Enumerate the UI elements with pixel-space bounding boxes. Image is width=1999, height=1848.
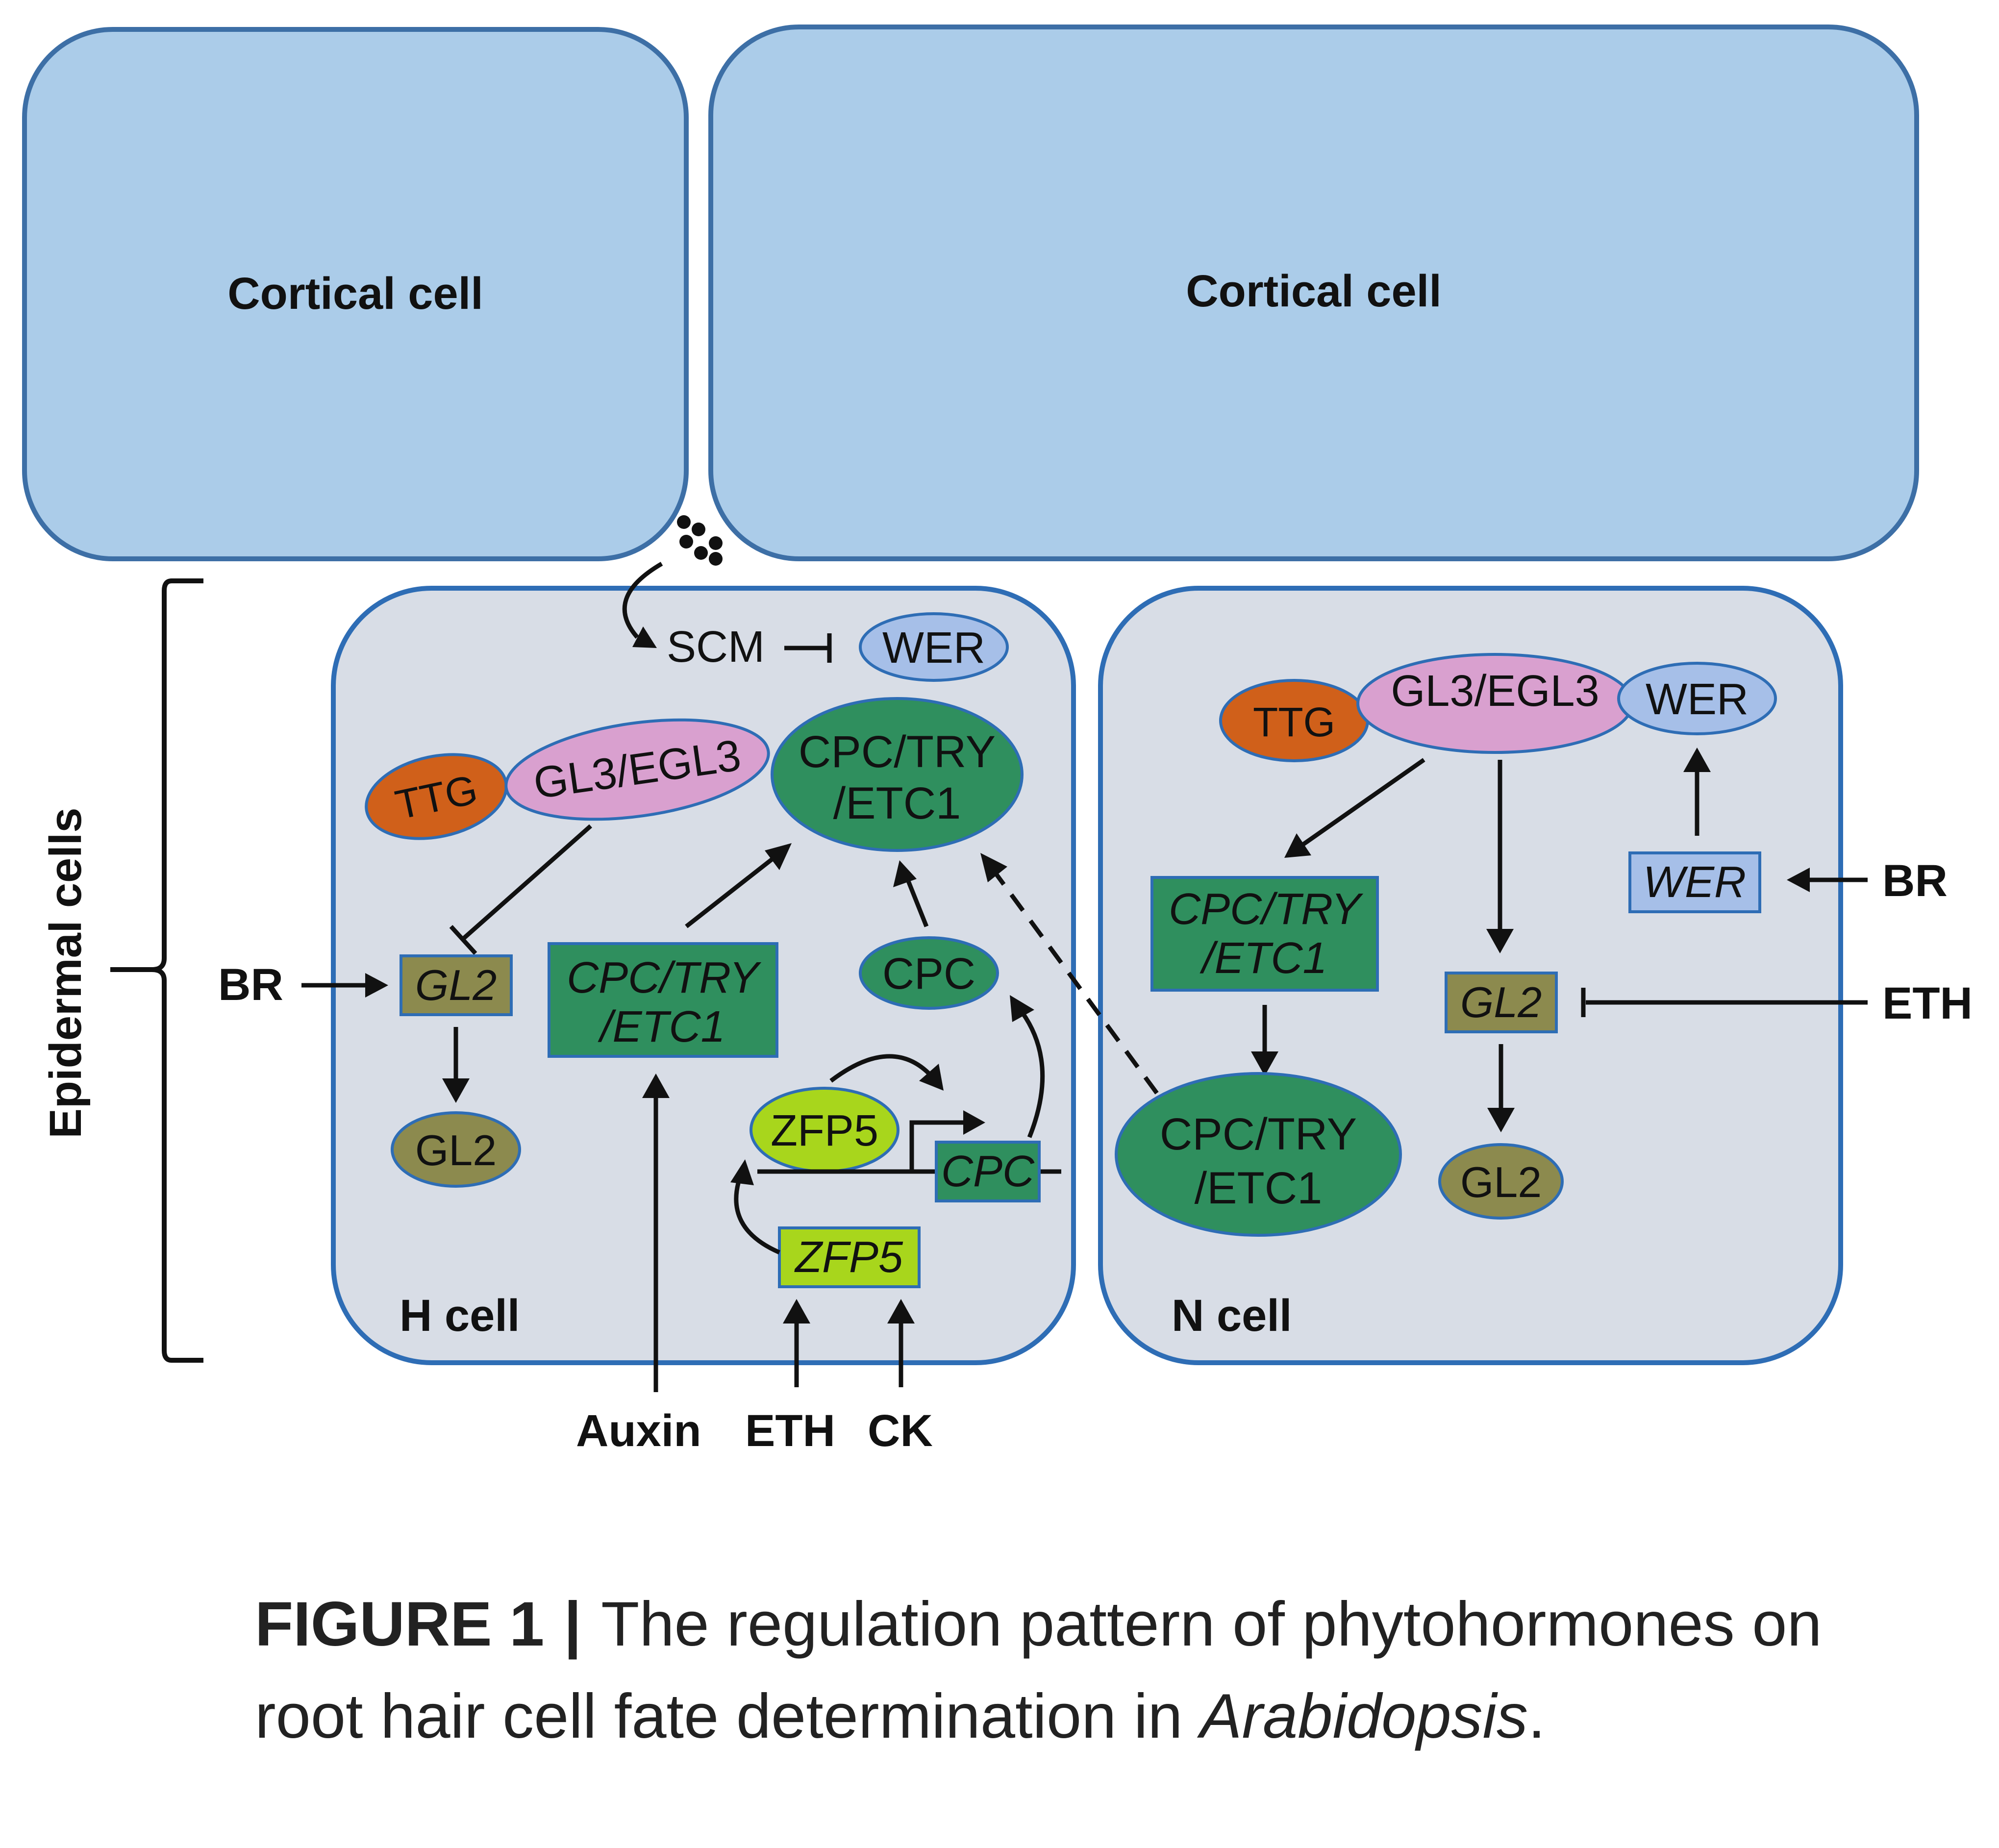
n-cpc-moves-to-h-cell: [993, 871, 1159, 1095]
n-cpc-gene-line2: /ETC1: [1199, 934, 1327, 983]
figure-caption: FIGURE 1 |The regulation pattern of phyto…: [255, 1578, 1922, 1763]
cortical-cell-left: [22, 27, 689, 561]
h-cpc-to-complex: [904, 876, 929, 927]
h-cpc-promoter-label: CPC: [941, 1147, 1035, 1196]
n-wer-protein: [1617, 662, 1777, 735]
caption-text: The regulation pattern of phytohormones …: [255, 1589, 1822, 1751]
n-gl2-gene: [1445, 972, 1558, 1033]
h-cpc-protein: [859, 936, 999, 1010]
dots-to-scm-arrow: [622, 562, 663, 639]
h-cpc-gene-to-complex: [685, 853, 778, 928]
h-cpc-promoter-gene: [935, 1141, 1041, 1202]
n-cpc-complex: [1115, 1072, 1402, 1237]
n-eth-label: ETH: [1882, 978, 1973, 1028]
gl3-inhibits-gl2: [462, 824, 592, 941]
n-cell-label: N cell: [1172, 1291, 1292, 1341]
h-cell-label: H cell: [400, 1291, 520, 1341]
h-zfp5-gene-label: ZFP5: [794, 1233, 903, 1282]
ck-label: CK: [868, 1406, 933, 1456]
caption-separator: |: [564, 1589, 582, 1659]
n-ttg-label: TTG: [1253, 699, 1335, 745]
h-cpc-complex: [771, 697, 1024, 852]
epidermal-cells-label: Epidermal cells: [41, 808, 91, 1139]
n-wer-gene-label: WER: [1643, 858, 1746, 907]
caption-end: .: [1527, 1681, 1546, 1751]
epidermal-bracket: [110, 578, 203, 1363]
transcription-start-arrow: [909, 1120, 968, 1172]
zfp5-curved-arrow: [829, 1054, 933, 1083]
n-cpc-gene-line1: CPC/TRY: [1169, 885, 1364, 934]
n-cpc-try-etc1-gene: [1150, 876, 1379, 992]
cpc-gene-to-protein: [1020, 1011, 1045, 1138]
caption-species: Arabidopsis: [1200, 1681, 1528, 1751]
h-gl2-protein-label: GL2: [415, 1126, 497, 1174]
n-gl2-gene-label: GL2: [1460, 978, 1542, 1026]
scm-label: SCM: [667, 623, 765, 672]
h-gl3-egl3: [504, 718, 770, 821]
h-zfp5-gene: [778, 1226, 921, 1288]
h-cpc-complex-line2: /ETC1: [833, 778, 961, 828]
h-cpc-gene-line2: /ETC1: [597, 1002, 725, 1051]
n-cpc-complex-line1: CPC/TRY: [1160, 1109, 1357, 1159]
signal-dots: [677, 515, 723, 566]
h-zfp5-protein-label: ZFP5: [771, 1106, 878, 1155]
n-br-label: BR: [1882, 856, 1948, 906]
h-wer-label: WER: [882, 624, 985, 673]
h-cpc-protein-label: CPC: [882, 949, 975, 999]
regulation-diagram: Cortical cell Cortical cell H cell N cel…: [22, 25, 1973, 1456]
n-gl3-label: GL3/EGL3: [1391, 667, 1599, 716]
h-cpc-try-etc1-gene: [548, 942, 778, 1058]
h-br-label: BR: [218, 960, 283, 1010]
zfp5-gene-to-protein: [734, 1175, 780, 1255]
caption-label: FIGURE 1: [255, 1589, 545, 1659]
auxin-label: Auxin: [576, 1406, 701, 1456]
h-gl2-gene: [400, 954, 513, 1016]
h-cpc-complex-line1: CPC/TRY: [799, 727, 996, 777]
cortical-cell-right: [708, 25, 1919, 561]
h-cpc-gene-line1: CPC/TRY: [567, 953, 762, 1002]
n-wer-gene: [1628, 851, 1761, 913]
n-gl2-protein-label: GL2: [1460, 1158, 1542, 1206]
h-gl2-gene-label: GL2: [415, 961, 497, 1009]
bottom-eth-label: ETH: [745, 1406, 835, 1456]
h-gl2-protein: [391, 1111, 521, 1188]
n-wer-label: WER: [1646, 675, 1749, 724]
h-wer-protein: [859, 612, 1009, 682]
n-cpc-complex-line2: /ETC1: [1195, 1163, 1323, 1213]
n-gl2-protein: [1438, 1143, 1564, 1220]
cortical-cell-right-label: Cortical cell: [1186, 266, 1442, 316]
n-gl3-to-cpc-gene: [1300, 758, 1425, 848]
cortical-cell-left-label: Cortical cell: [227, 269, 483, 319]
